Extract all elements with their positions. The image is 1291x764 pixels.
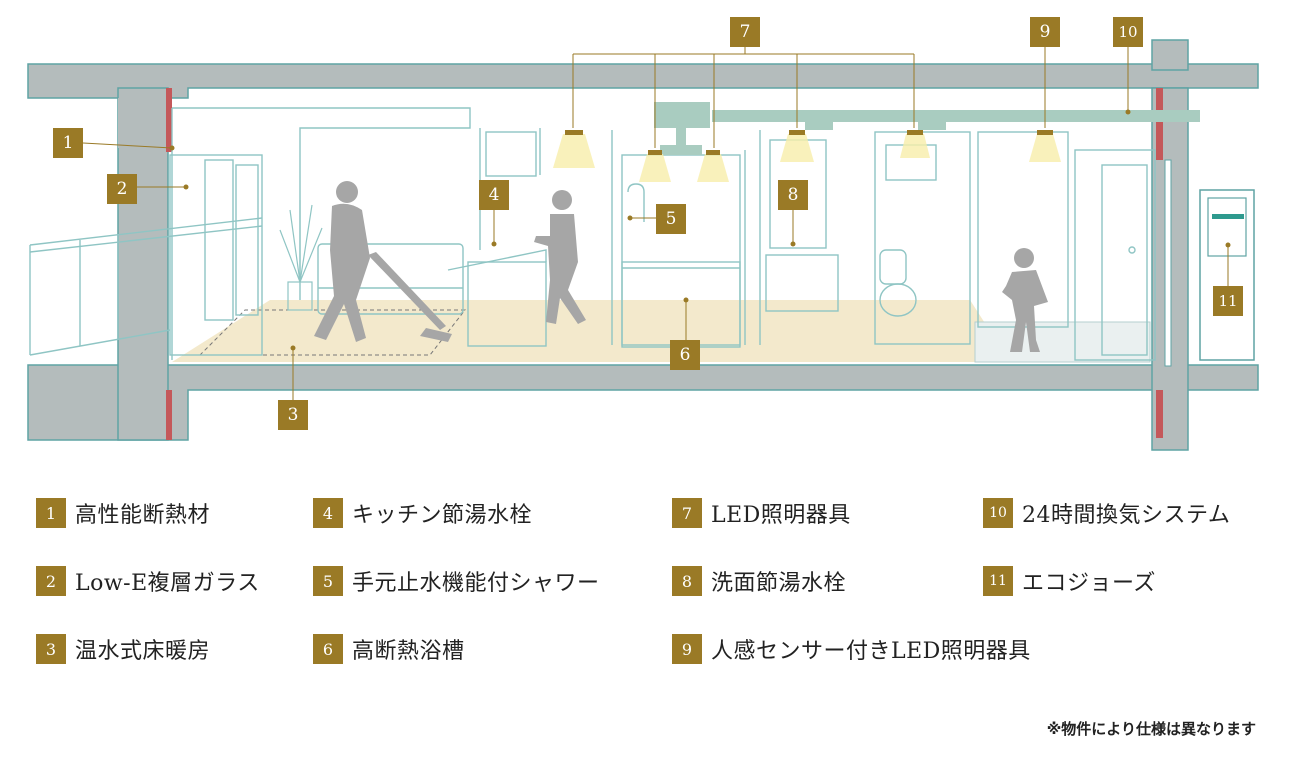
legend-num: 2 (36, 566, 66, 596)
legend-label: LED照明器具 (711, 503, 851, 528)
ventilation-duct (712, 110, 1200, 122)
legend-label: 人感センサー付きLED照明器具 (711, 639, 1031, 664)
floor-heating-area (172, 300, 1010, 362)
marker-1: 1 (53, 128, 83, 158)
legend-num: 4 (313, 498, 343, 528)
legend-item-10: 10 24時間換気システム (983, 498, 1230, 528)
marker-4: 4 (479, 180, 509, 210)
legend-label: 手元止水機能付シャワー (352, 571, 600, 596)
legend-item-4: 4 キッチン節湯水栓 (313, 498, 532, 528)
legend-label: キッチン節湯水栓 (352, 503, 533, 528)
legend-label: エコジョーズ (1022, 571, 1156, 596)
legend-item-5: 5 手元止水機能付シャワー (313, 566, 600, 596)
people-silhouettes (314, 181, 1048, 352)
insulation-left-bottom (166, 390, 172, 440)
legend-label: 高断熱浴槽 (352, 639, 465, 664)
legend-num: 11 (983, 566, 1013, 596)
insulation-left (166, 88, 172, 152)
bath-floor (974, 321, 1151, 363)
legend-label: Low-E複層ガラス (75, 571, 260, 596)
legend-label: 洗面節湯水栓 (711, 571, 847, 596)
legend-num: 5 (313, 566, 343, 596)
plant (279, 200, 323, 311)
legend-label: 24時間換気システム (1022, 503, 1231, 528)
right-wall-top (1151, 39, 1189, 71)
ventilation-unit (654, 102, 710, 128)
legend-num: 9 (672, 634, 702, 664)
legend-num: 10 (983, 498, 1013, 528)
legend-item-3: 3 温水式床暖房 (36, 634, 210, 664)
marker-10: 10 (1113, 17, 1143, 47)
floor-slab (27, 364, 1259, 441)
ceiling-slab (27, 63, 1259, 99)
legend-item-8: 8 洗面節湯水栓 (672, 566, 846, 596)
legend-num: 7 (672, 498, 702, 528)
legend-item-9: 9 人感センサー付きLED照明器具 (672, 634, 1031, 664)
legend-num: 6 (313, 634, 343, 664)
marker-11: 11 (1213, 286, 1243, 316)
marker-8: 8 (778, 180, 808, 210)
legend-item-6: 6 高断熱浴槽 (313, 634, 465, 664)
marker-5: 5 (656, 204, 686, 234)
legend-item-2: 2 Low-E複層ガラス (36, 566, 260, 596)
legend-num: 1 (36, 498, 66, 528)
marker-6: 6 (670, 340, 700, 370)
marker-7: 7 (730, 17, 760, 47)
legend-label: 高性能断熱材 (75, 503, 211, 528)
marker-2: 2 (107, 174, 137, 204)
marker-3: 3 (278, 400, 308, 430)
legend-item-11: 11 エコジョーズ (983, 566, 1156, 596)
lights (553, 130, 1061, 182)
disclaimer-note: ※物件により仕様は異なります (1046, 720, 1256, 738)
insulation-right (1156, 88, 1163, 160)
marker-9: 9 (1030, 17, 1060, 47)
legend-label: 温水式床暖房 (75, 639, 211, 664)
legend-num: 8 (672, 566, 702, 596)
cross-section-diagram (27, 39, 1259, 451)
legend-item-1: 1 高性能断熱材 (36, 498, 210, 528)
legend-num: 3 (36, 634, 66, 664)
insulation-right-bottom (1156, 390, 1163, 438)
legend-item-7: 7 LED照明器具 (672, 498, 851, 528)
